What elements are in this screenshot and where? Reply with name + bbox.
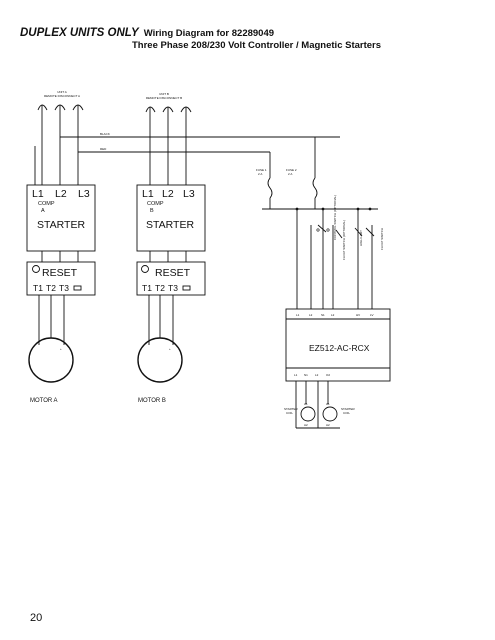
disconnect-b-label-1: UNIT B — [159, 92, 169, 96]
page-subtitle: Three Phase 208/230 Volt Controller / Ma… — [132, 40, 382, 51]
page-number: 20 — [30, 612, 43, 624]
control-bus — [262, 207, 378, 309]
motor-a-label: MOTOR A — [30, 398, 58, 404]
wire-black-label: BLACK — [100, 132, 110, 136]
coil-a-label-1: STARTER — [284, 407, 299, 411]
overload-a-contact-icon — [73, 285, 82, 291]
fuse-2-label: FUSE 2 — [286, 168, 297, 172]
coil-b-icon — [322, 406, 338, 422]
ctrl-top-l2: L2 — [309, 313, 313, 317]
coil-b-a1: A1 — [326, 402, 330, 406]
reset-a-icon — [32, 265, 40, 273]
switch-2-label: FLOAT SWITCH (OPTIONAL) — [342, 220, 346, 260]
fuse-1: FUSE 1 2 A — [256, 168, 273, 209]
coil-a-a2: A2 — [304, 423, 308, 427]
disconnect-b-label-2: REMOTE DISCONNECT B — [146, 96, 182, 100]
ctrl-top-hv: HV — [356, 313, 360, 317]
switch-float: FLOAT SWITCH — [365, 227, 384, 250]
starter-b-terminal-l3: L3 — [183, 188, 195, 200]
switch-high-limit: HIGH LIMIT — [354, 227, 363, 246]
overload-a-t3: T3 — [59, 283, 69, 293]
starter-a-letter: A — [41, 208, 45, 214]
switch-1-label: CONTROL SWITCH (OPTIONAL) — [333, 195, 337, 240]
overload-b: RESET T1 T2 T3 — [136, 261, 206, 296]
title-wiring: Wiring Diagram for 82289049 — [143, 28, 275, 39]
switch-4-label: FLOAT SWITCH — [380, 228, 384, 250]
motor-b-mark: + — [169, 347, 171, 351]
starter-a-terminal-l3: L3 — [78, 188, 90, 200]
coil-b: STARTER COIL A1 A2 — [322, 402, 356, 427]
ctrl-bot-o2: O2 — [326, 373, 330, 377]
switch-float-optional: FLOAT SWITCH (OPTIONAL) — [335, 220, 346, 260]
starter-a-comp: COMP — [38, 201, 55, 207]
starter-b: L1 L2 L3 COMP B STARTER — [136, 184, 206, 252]
coil-a-a1: A1 — [304, 402, 308, 406]
overload-b-contact-icon — [182, 285, 191, 291]
ctrl-top-lv: LV — [370, 313, 373, 317]
coil-b-label-2: COIL — [343, 411, 350, 415]
starter-b-comp: COMP — [147, 201, 164, 207]
ctrl-bot-n1: N1 — [304, 373, 308, 377]
overload-a: RESET T1 T2 T3 — [26, 261, 96, 296]
coil-b-label-1: STARTER — [341, 407, 356, 411]
starter-a-terminal-l1: L1 — [32, 188, 44, 200]
ctrl-top-l1: L1 — [296, 313, 300, 317]
switch-control: CONTROL SWITCH (OPTIONAL) — [316, 195, 337, 240]
disconnect-a: UNIT A REMOTE DISCONNECT A — [34, 90, 84, 185]
title-duplex: DUPLEX UNITS ONLY — [20, 27, 139, 39]
ctrl-bot-l1: L1 — [294, 373, 298, 377]
overload-b-t2: T2 — [155, 283, 165, 293]
wire-red-label: RED — [100, 147, 107, 151]
disconnect-a-label-2: REMOTE DISCONNECT A — [44, 94, 80, 98]
motor-a-mark: + — [60, 347, 62, 351]
fuse-2: FUSE 2 2 A — [286, 168, 318, 209]
overload-a-t1: T1 — [33, 283, 43, 293]
ctrl-top-l2b: L2 — [331, 313, 335, 317]
controller-name: EZ512-AC-RCX — [309, 343, 370, 353]
overload-b-t1: T1 — [142, 283, 152, 293]
overload-a-t2: T2 — [46, 283, 56, 293]
motor-b-label: MOTOR B — [138, 398, 166, 404]
control-wires: BLACK RED — [60, 132, 340, 178]
disconnect-a-arc-1 — [37, 104, 48, 111]
overload-b-t3: T3 — [168, 283, 178, 293]
starter-a-name: STARTER — [37, 219, 85, 231]
motor-a-icon — [28, 337, 74, 383]
starter-b-terminal-l2: L2 — [162, 188, 174, 200]
reset-b-icon — [141, 265, 149, 273]
switch-3-label: HIGH LIMIT — [359, 230, 363, 246]
ctrl-bot-l2: L2 — [315, 373, 319, 377]
page-title: DUPLEX UNITS ONLY Wiring Diagram for 822… — [20, 27, 274, 39]
disconnect-b: UNIT B REMOTE DISCONNECT B — [145, 92, 192, 185]
coil-a-icon — [300, 406, 316, 422]
starter-b-terminal-l1: L1 — [142, 188, 154, 200]
starter-b-name: STARTER — [146, 219, 194, 231]
overload-a-reset: RESET — [42, 267, 78, 279]
ctrl-top-s1: S1 — [321, 313, 325, 317]
controller-ez512: L1 L2 S1 L2 HV LV EZ512-AC-RCX L1 N1 L2 … — [285, 308, 391, 382]
fuse-1-rating: 2 A — [258, 172, 262, 176]
starter-a-terminal-l2: L2 — [55, 188, 67, 200]
coil-wiring — [295, 381, 340, 429]
disconnect-a-label-1: UNIT A — [57, 90, 67, 94]
starter-a: L1 L2 L3 COMP A STARTER — [26, 184, 96, 252]
fuse-2-rating: 2 A — [288, 172, 292, 176]
coil-b-a2: A2 — [326, 423, 330, 427]
coil-a: STARTER COIL A1 A2 — [284, 402, 316, 427]
motor-b-icon — [137, 337, 183, 383]
fuse-1-label: FUSE 1 — [256, 168, 267, 172]
overload-b-reset: RESET — [155, 267, 191, 279]
coil-a-label-2: COIL — [286, 411, 293, 415]
starter-b-letter: B — [150, 208, 154, 214]
